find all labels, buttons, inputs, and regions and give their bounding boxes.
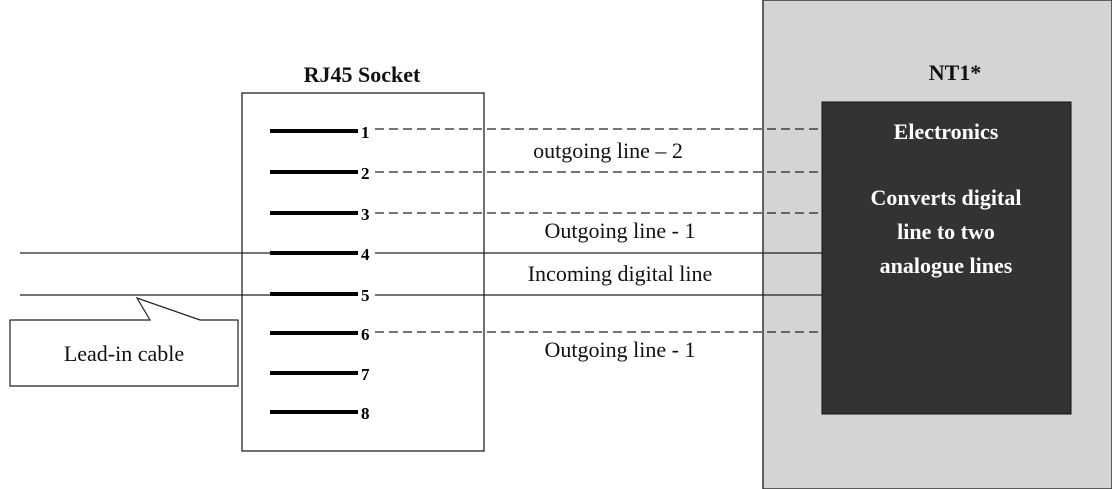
label-outgoing-line-2: outgoing line – 2 [533, 138, 683, 163]
nt1-title: NT1* [929, 60, 982, 85]
pin-8: 8 [270, 404, 370, 423]
pin-4: 4 [270, 245, 370, 264]
callout-label: Lead-in cable [64, 341, 184, 366]
label-incoming-digital-line: Incoming digital line [528, 261, 713, 286]
label-outgoing-line-1-upper: Outgoing line - 1 [545, 218, 696, 243]
electronics-desc-line-2: line to two [897, 219, 995, 244]
electronics-desc-line-3: analogue lines [880, 253, 1013, 278]
pin-6: 6 [270, 325, 370, 344]
pin-label: 2 [361, 164, 370, 183]
pin-7: 7 [270, 365, 370, 384]
socket-box [241, 92, 485, 452]
pin-label: 1 [361, 123, 370, 142]
pin-label: 7 [361, 365, 370, 384]
electronics-box [821, 101, 1072, 415]
electronics-title: Electronics [894, 119, 999, 144]
pin-1: 1 [270, 123, 370, 142]
pin-label: 6 [361, 325, 370, 344]
pin-label: 5 [361, 286, 370, 305]
callout-box [9, 296, 239, 387]
pin-2: 2 [270, 164, 370, 183]
pin-label: 8 [361, 404, 370, 423]
pin-5: 5 [270, 286, 370, 305]
pin-label: 4 [361, 245, 370, 264]
pin-3: 3 [270, 205, 370, 224]
electronics-desc-line-1: Converts digital [871, 185, 1022, 210]
pin-label: 3 [361, 205, 370, 224]
label-outgoing-line-1-lower: Outgoing line - 1 [545, 337, 696, 362]
socket-title: RJ45 Socket [304, 62, 421, 87]
